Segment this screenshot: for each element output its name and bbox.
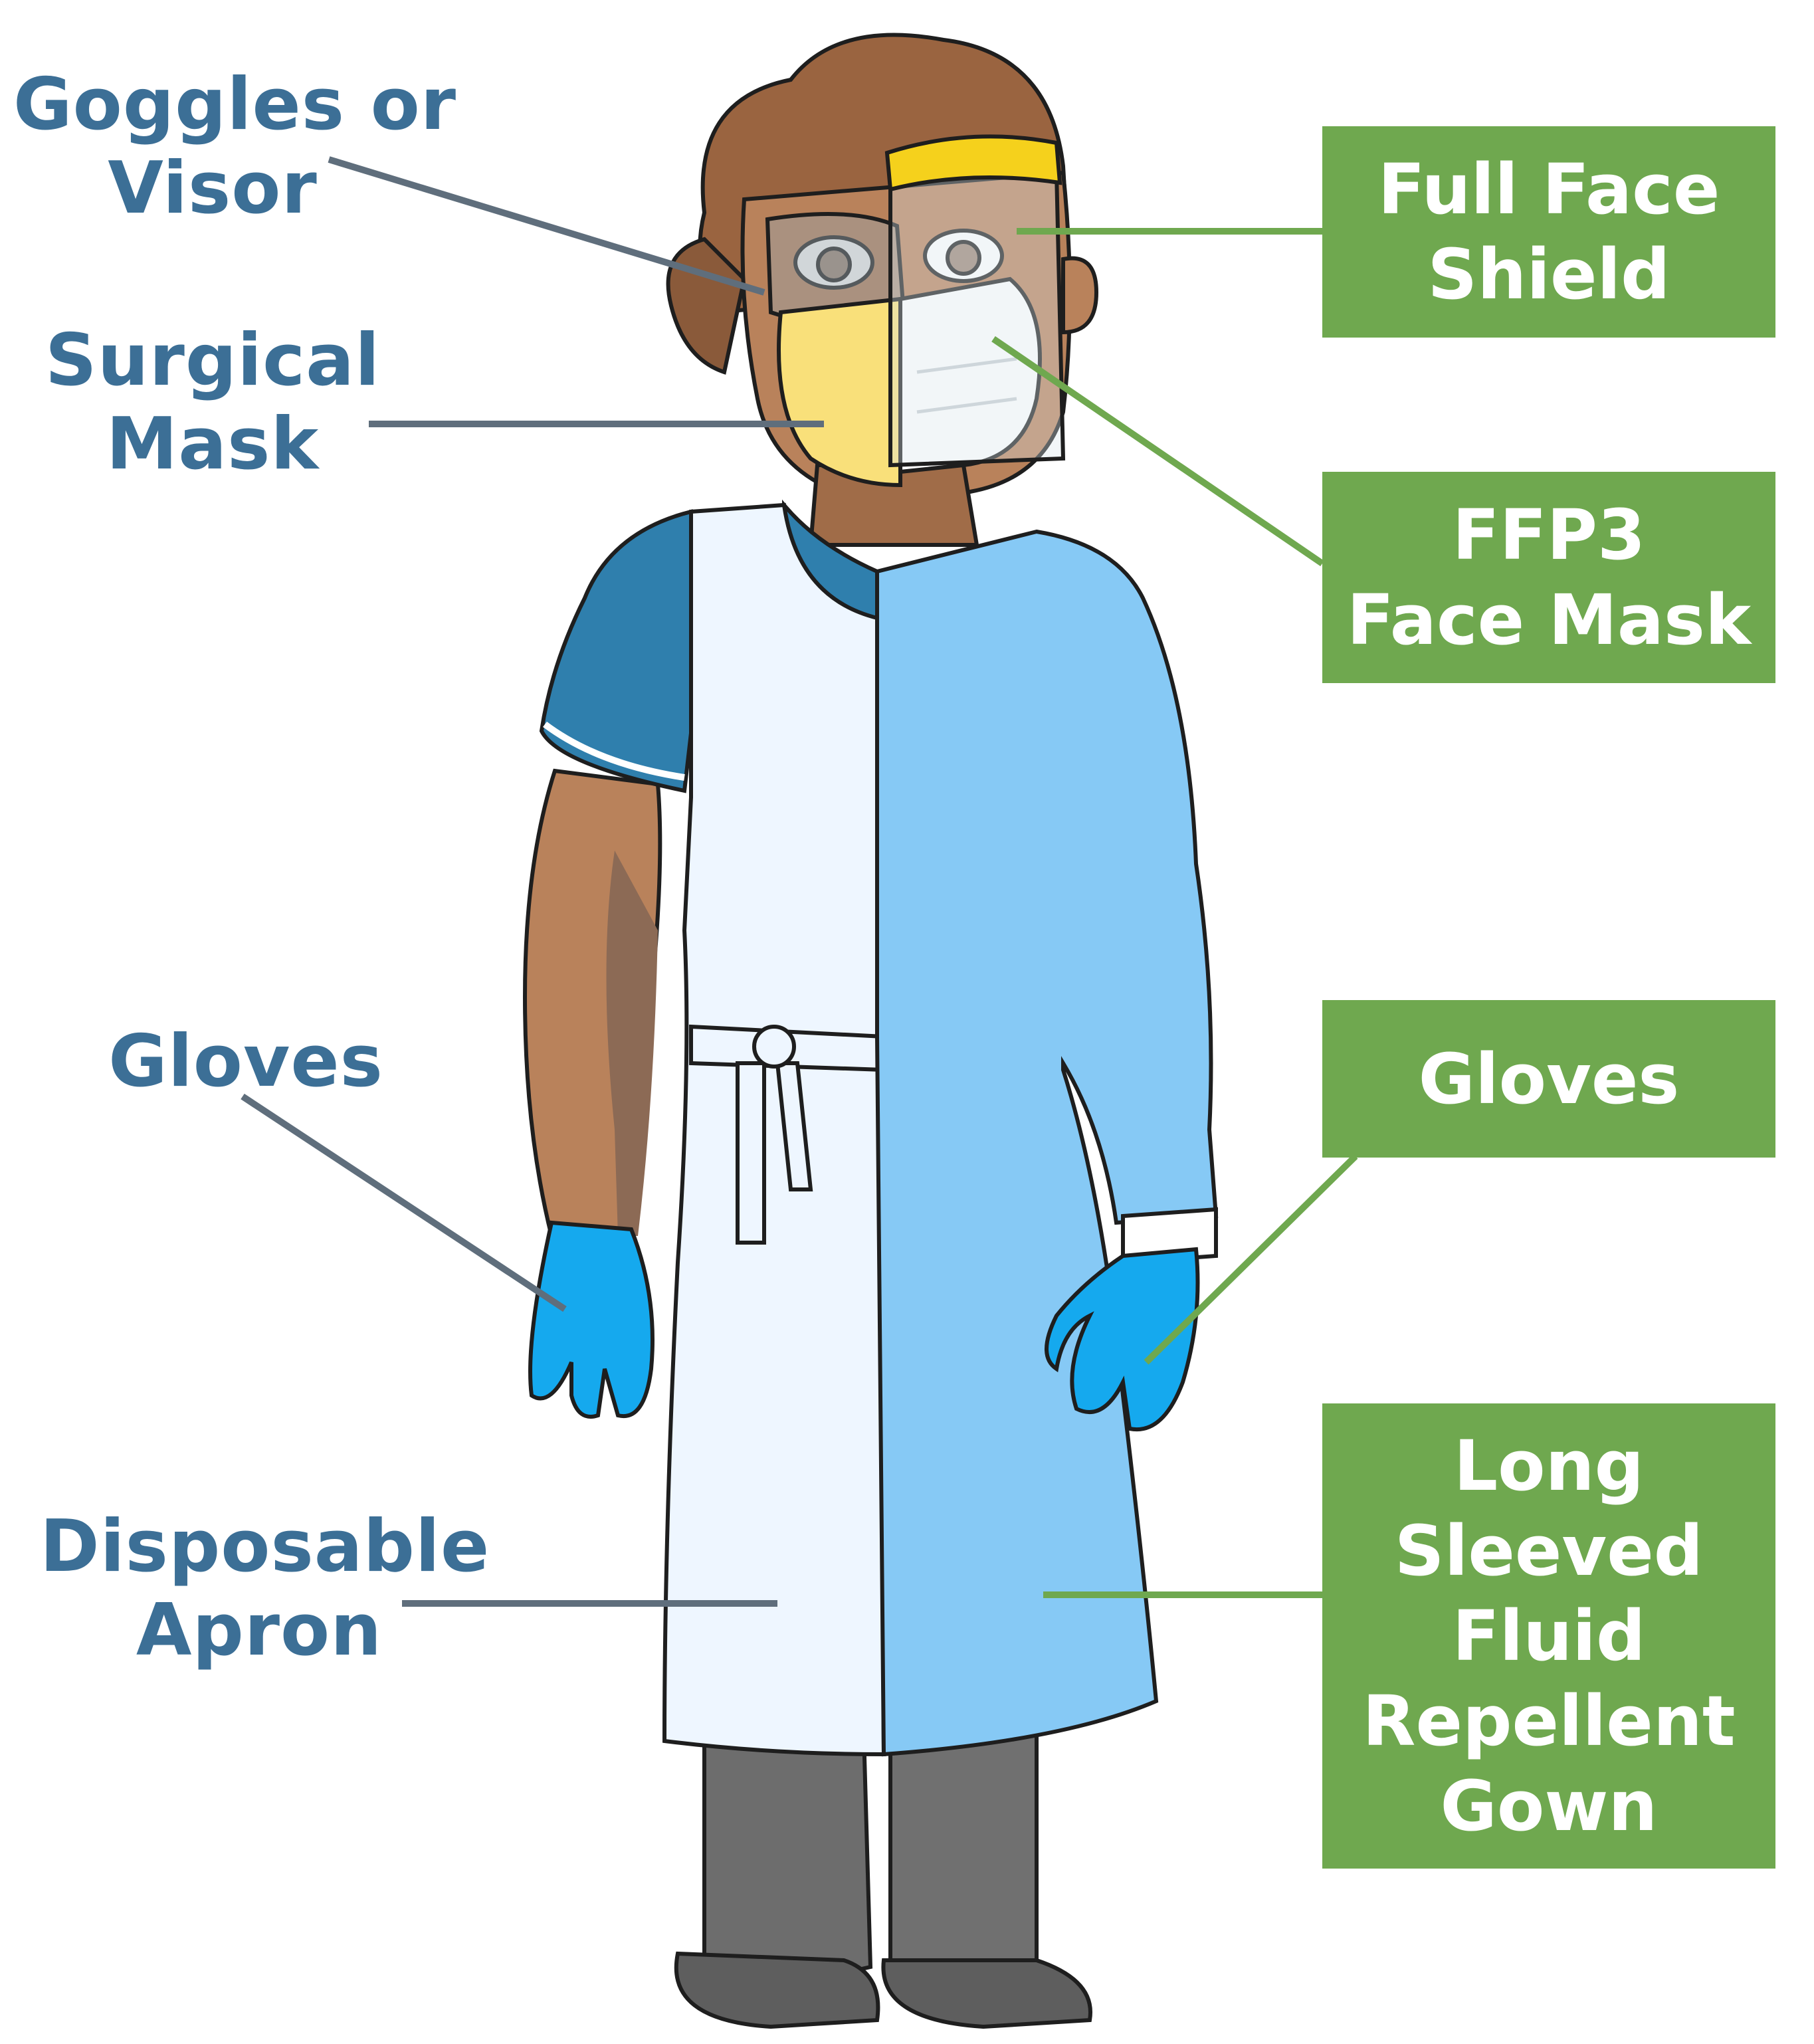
box-face-shield-line-2: Shield — [1427, 232, 1670, 317]
label-gloves-left: Gloves — [60, 1020, 432, 1104]
left-arm — [525, 771, 660, 1236]
leader-gloves-left — [243, 1096, 565, 1309]
label-goggles-or-visor: Goggles or Visor — [13, 63, 412, 231]
box-gown-line-5: Gown — [1441, 1764, 1658, 1849]
label-goggles-line-2: Visor — [13, 147, 412, 231]
label-apron-line-2: Apron — [40, 1589, 478, 1673]
box-gloves-right-text: Gloves — [1419, 1037, 1680, 1122]
box-gown-line-3: Fluid — [1453, 1593, 1646, 1679]
box-gloves-right: Gloves — [1322, 1000, 1775, 1158]
label-gloves-left-text: Gloves — [60, 1020, 432, 1104]
label-goggles-line-1: Goggles or — [13, 63, 412, 147]
box-gown-line-2: Sleeved — [1395, 1508, 1703, 1593]
box-gown-line-1: Long — [1454, 1423, 1644, 1508]
label-surgical-mask: Surgical Mask — [27, 319, 399, 486]
box-face-shield-line-1: Full Face — [1378, 147, 1720, 232]
gown — [877, 532, 1216, 1754]
label-surgical-line-1: Surgical — [27, 319, 399, 403]
head — [668, 35, 1096, 546]
box-ffp3-line-1: FFP3 — [1453, 492, 1646, 577]
box-long-sleeved-gown: Long Sleeved Fluid Repellent Gown — [1322, 1403, 1775, 1869]
label-apron-line-1: Disposable — [40, 1505, 478, 1589]
apron — [664, 505, 884, 1754]
boots — [676, 1734, 1090, 2027]
label-disposable-apron: Disposable Apron — [40, 1505, 478, 1673]
box-ffp3-face-mask: FFP3 Face Mask — [1322, 472, 1775, 683]
box-ffp3-line-2: Face Mask — [1347, 577, 1751, 663]
label-surgical-line-2: Mask — [27, 403, 399, 486]
box-full-face-shield: Full Face Shield — [1322, 126, 1775, 338]
box-gown-line-4: Repellent — [1362, 1679, 1735, 1764]
